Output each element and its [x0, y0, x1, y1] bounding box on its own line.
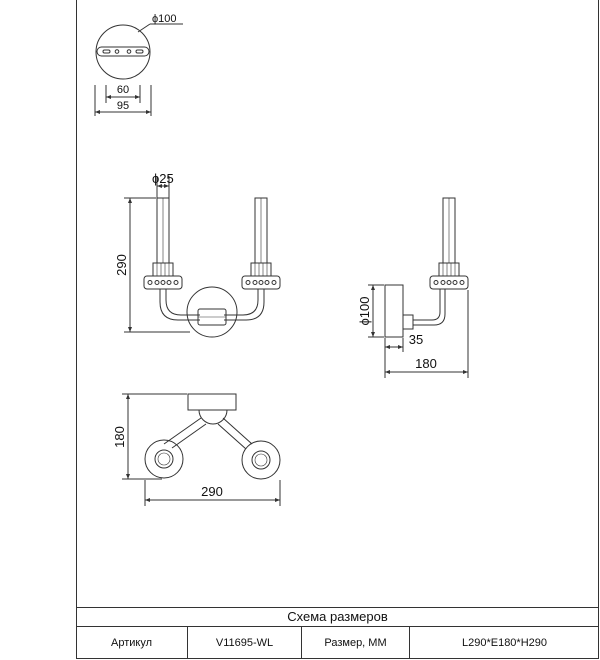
- front-view: [124, 176, 281, 338]
- dim-top-inner: 60: [117, 84, 129, 96]
- dim-side-offset: 35: [409, 332, 423, 347]
- dimension-drawing: ϕ100 60 95 ϕ25 290 ϕ100 35 180 180 290: [94, 13, 469, 506]
- article-value: V11695-WL: [188, 627, 302, 659]
- plan-view: [122, 393, 281, 506]
- dim-front-height: 290: [114, 254, 129, 276]
- dim-side-diameter: ϕ100: [357, 297, 372, 326]
- arrowheads: [95, 95, 468, 502]
- drawing-frame: [76, 0, 599, 659]
- article-label: Артикул: [76, 627, 188, 659]
- size-label: Размер, ММ: [302, 627, 410, 659]
- dim-side-depth: 180: [415, 356, 437, 371]
- dim-tube-diameter: ϕ25: [152, 171, 174, 186]
- table-title: Схема размеров: [76, 607, 599, 627]
- dim-plan-depth: 180: [112, 426, 127, 448]
- dim-top-outer: 95: [117, 100, 129, 112]
- size-value: L290*E180*H290: [461, 637, 548, 649]
- dim-top-diameter: ϕ100: [152, 13, 177, 25]
- plate-top-view: [94, 23, 183, 116]
- info-table: Артикул V11695-WL Размер, ММ L290*E180*H…: [76, 627, 599, 659]
- dim-plan-width: 290: [201, 484, 223, 499]
- side-view: [368, 197, 469, 378]
